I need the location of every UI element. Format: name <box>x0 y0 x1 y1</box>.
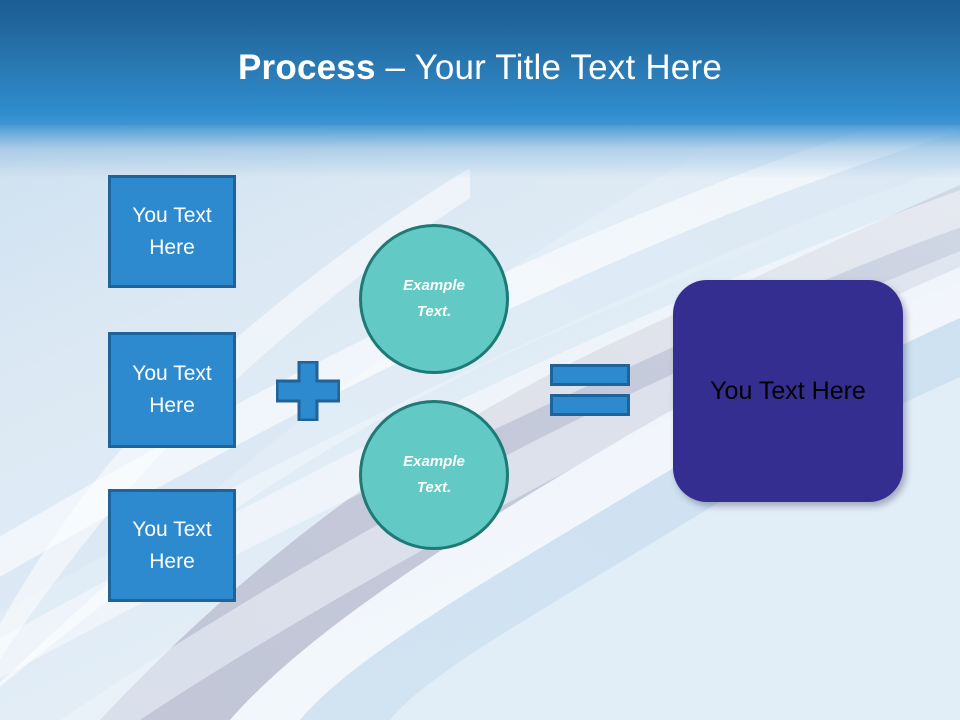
factor-circle-1[interactable]: Example Text. <box>359 224 509 374</box>
input-box-3[interactable]: You Text Here <box>108 489 236 602</box>
page-title: Process – Your Title Text Here <box>0 48 960 88</box>
page-title-rest: – Your Title Text Here <box>385 48 722 87</box>
result-box[interactable]: You Text Here <box>673 280 903 502</box>
header-band <box>0 0 960 125</box>
plus-icon <box>276 361 340 421</box>
input-box-2[interactable]: You Text Here <box>108 332 236 448</box>
equals-bar-top <box>550 364 630 386</box>
equals-bar-bottom <box>550 394 630 416</box>
header-fade <box>0 125 960 177</box>
input-box-1[interactable]: You Text Here <box>108 175 236 288</box>
factor-circle-2[interactable]: Example Text. <box>359 400 509 550</box>
page-title-bold: Process <box>238 48 386 87</box>
equals-icon <box>550 364 630 416</box>
